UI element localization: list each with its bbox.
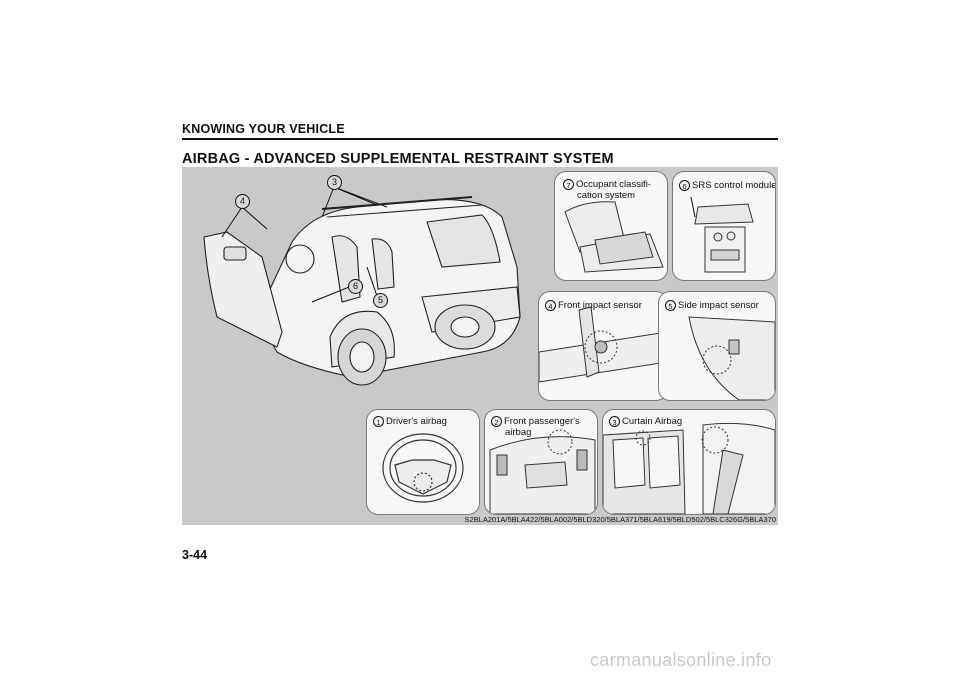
marker-4: 4 (235, 194, 250, 209)
watermark: carmanualsonline.info (590, 650, 772, 670)
side-sensor-drawing (688, 316, 775, 400)
dashboard-drawing (489, 429, 596, 514)
page-number: 3-44 (182, 548, 208, 562)
marker-6: 6 (348, 279, 363, 294)
page-title: AIRBAG - ADVANCED SUPPLEMENTAL RESTRAINT… (182, 151, 614, 167)
marker-3: 3 (327, 175, 342, 190)
front-sensor-drawing (539, 306, 667, 383)
curtain-drawing (603, 422, 775, 514)
image-reference-code: S2BLA201A/5BLA422/5BLA002/5BLD320/5BLA37… (464, 515, 777, 524)
vehicle-drawing (203, 186, 521, 386)
marker-5: 5 (373, 293, 388, 308)
section-header: KNOWING YOUR VEHICLE (182, 122, 345, 136)
header-rule (182, 138, 778, 140)
srs-module-drawing (690, 196, 754, 273)
occupant-seat-drawing (564, 201, 664, 273)
steering-wheel-drawing (382, 433, 464, 503)
